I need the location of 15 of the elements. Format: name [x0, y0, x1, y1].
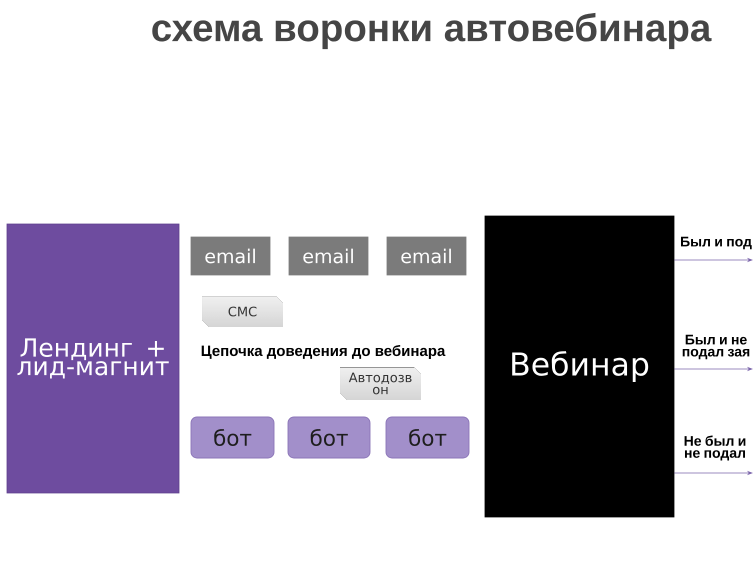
email-box: email [386, 236, 466, 276]
email-box: email [190, 236, 270, 276]
webinar-box: Вебинар [484, 216, 674, 518]
edge-label: Был и не подал зая [682, 334, 750, 360]
group-label: Цепочка доведения до вебинара [202, 344, 446, 360]
bot-box: бот [386, 416, 470, 458]
edge-label: Не был и не подал [684, 435, 746, 461]
title: схема воронки автовебинара [152, 12, 712, 50]
email-box: email [288, 236, 368, 276]
landing-box: Лендинг + лид-магнит [6, 224, 180, 494]
channel-box: Автодозв он [340, 367, 421, 400]
edge-label: Был и под [681, 236, 752, 250]
channel-box: СМС [202, 296, 283, 327]
bot-box: бот [288, 416, 370, 458]
bot-box: бот [190, 416, 274, 458]
